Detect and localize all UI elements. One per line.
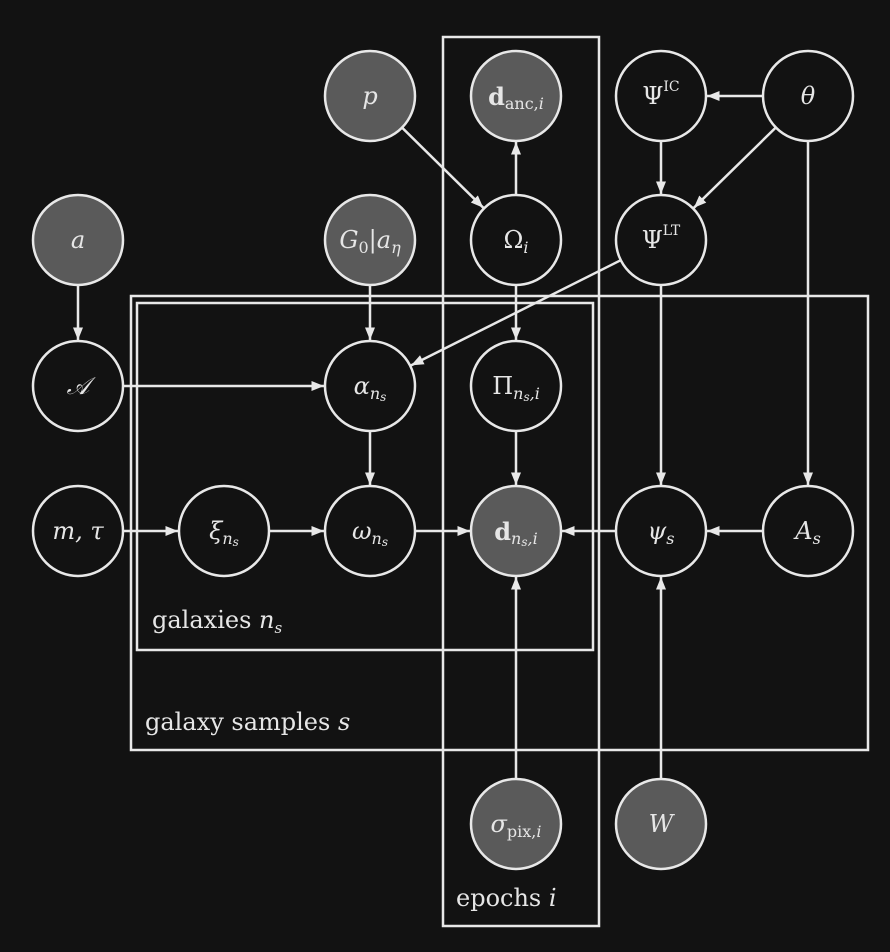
observed-node-circle: [469, 49, 563, 143]
node-label-alpha_ns: αns: [354, 372, 387, 404]
node-label-Omega_i: Ωi: [503, 226, 528, 257]
latent-node-circle: [614, 49, 708, 143]
plate-label-galaxies: galaxies ns: [152, 606, 282, 637]
node-label-W: W: [649, 810, 676, 838]
observed-node-circle: [323, 49, 417, 143]
node-label-xi_ns: ξns: [209, 517, 239, 549]
edge-p-to-Omega_i: [401, 126, 485, 209]
latent-node-circle: [614, 193, 708, 287]
latent-node-circle: [177, 484, 271, 578]
node-m_tau: m, τ: [31, 484, 125, 578]
node-label-m_tau: m, τ: [52, 517, 104, 545]
node-A_cal: 𝒜: [31, 339, 125, 433]
observed-node-circle: [469, 484, 563, 578]
node-omega_ns: ωns: [323, 484, 417, 578]
plate-galaxies: [135, 301, 595, 652]
observed-node-circle: [614, 777, 708, 871]
node-label-psi_s: ψs: [647, 517, 674, 548]
node-theta: θ: [761, 49, 855, 143]
node-sigma_pix: σpix,i: [469, 777, 563, 871]
plates: galaxies ns galaxy samples s epochs i: [129, 35, 870, 928]
plate-label-epochs: epochs i: [456, 884, 557, 912]
latent-node-circle: [31, 339, 125, 433]
node-label-G0_aeta: G0|aη: [339, 226, 401, 257]
node-label-p: p: [362, 82, 377, 110]
node-Psi_IC: ΨIC: [614, 49, 708, 143]
node-A_s: As: [761, 484, 855, 578]
node-p: p: [323, 49, 417, 143]
node-label-sigma_pix: σpix,i: [491, 810, 542, 841]
node-G0_aeta: G0|aη: [323, 193, 417, 287]
latent-node-circle: [761, 49, 855, 143]
latent-node-circle: [761, 484, 855, 578]
plate-galaxy-samples: [129, 294, 870, 752]
node-label-Psi_LT: ΨLT: [642, 223, 681, 254]
node-d_anc: danc,i: [469, 49, 563, 143]
latent-node-circle: [469, 339, 563, 433]
latent-node-circle: [323, 339, 417, 433]
node-label-Psi_IC: ΨIC: [642, 79, 679, 110]
latent-node-circle: [31, 484, 125, 578]
node-W: W: [614, 777, 708, 871]
node-Psi_LT: ΨLT: [614, 193, 708, 287]
node-d_nsi: dns,i: [469, 484, 563, 578]
node-label-d_anc: danc,i: [488, 82, 544, 113]
observed-node-circle: [323, 193, 417, 287]
node-label-A_s: As: [793, 517, 821, 548]
observed-node-circle: [469, 777, 563, 871]
edge-theta-to-Psi_LT: [692, 126, 777, 209]
observed-node-circle: [31, 193, 125, 287]
latent-node-circle: [469, 193, 563, 287]
node-Pi_nsi: Πns,i: [469, 339, 563, 433]
node-label-a: a: [71, 226, 85, 254]
node-Omega_i: Ωi: [469, 193, 563, 287]
plate-epochs: [441, 35, 601, 928]
edges: [73, 91, 813, 779]
latent-node-circle: [323, 484, 417, 578]
node-label-d_nsi: dns,i: [494, 517, 537, 550]
node-label-Pi_nsi: Πns,i: [492, 372, 540, 404]
node-xi_ns: ξns: [177, 484, 271, 578]
node-a: a: [31, 193, 125, 287]
node-alpha_ns: αns: [323, 339, 417, 433]
plate-label-galaxy-samples: galaxy samples s: [145, 708, 350, 736]
latent-node-circle: [614, 484, 708, 578]
node-label-theta: θ: [801, 82, 816, 110]
node-label-omega_ns: ωns: [352, 517, 388, 549]
node-psi_s: ψs: [614, 484, 708, 578]
